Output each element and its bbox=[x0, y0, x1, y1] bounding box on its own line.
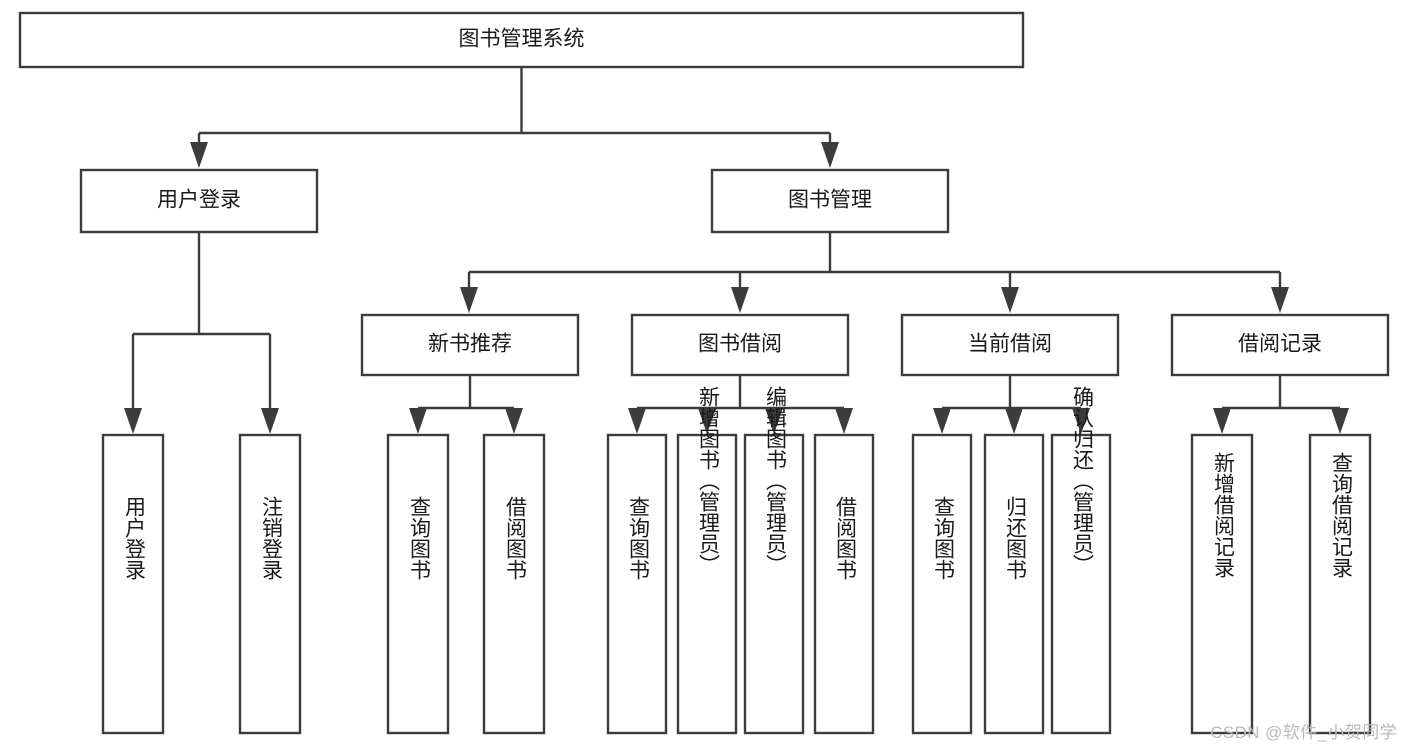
node-box bbox=[1308, 433, 1372, 735]
node-box bbox=[1050, 433, 1112, 735]
node-box bbox=[606, 433, 668, 735]
node-leaf-cb-return[interactable]: 归还图书 bbox=[983, 433, 1045, 735]
node-box bbox=[386, 433, 450, 735]
node-label: 当前借阅 bbox=[968, 333, 1052, 356]
node-box bbox=[813, 433, 875, 735]
node-l1-user-login[interactable]: 用户登录 bbox=[79, 168, 319, 234]
node-leaf-cb-confirm[interactable]: 确认归还（管理员） bbox=[1050, 386, 1112, 735]
node-label: 查询图书 bbox=[626, 496, 650, 580]
node-l2-record[interactable]: 借阅记录 bbox=[1170, 313, 1390, 377]
node-label: 借阅记录 bbox=[1238, 333, 1322, 356]
node-l2-new-book[interactable]: 新书推荐 bbox=[360, 313, 580, 377]
arrow-to-leaf-cb-return bbox=[1005, 408, 1023, 434]
arrow-head-layer bbox=[124, 142, 1349, 434]
node-leaf-user-login[interactable]: 用户登录 bbox=[101, 433, 165, 735]
node-box bbox=[743, 433, 805, 735]
node-layer: 图书管理系统用户登录图书管理新书推荐图书借阅当前借阅借阅记录用户登录注销登录查询… bbox=[18, 11, 1390, 735]
arrow-to-borrow bbox=[731, 287, 749, 313]
node-box bbox=[630, 313, 850, 377]
node-box bbox=[238, 433, 302, 735]
arrow-to-leaf-rec-query bbox=[1331, 408, 1349, 434]
arrow-to-leaf-user-login bbox=[124, 408, 142, 434]
node-leaf-nb-query[interactable]: 查询图书 bbox=[386, 433, 450, 735]
node-box bbox=[101, 433, 165, 735]
node-box bbox=[1170, 313, 1390, 377]
node-box bbox=[900, 313, 1120, 377]
node-l2-current[interactable]: 当前借阅 bbox=[900, 313, 1120, 377]
node-label: 查询图书 bbox=[931, 496, 955, 580]
node-label: 图书管理 bbox=[788, 189, 872, 212]
node-label: 新增借阅记录 bbox=[1211, 452, 1235, 578]
node-label: 编辑图书（管理员） bbox=[763, 386, 787, 575]
node-label: 图书借阅 bbox=[698, 333, 782, 356]
node-leaf-rec-add[interactable]: 新增借阅记录 bbox=[1190, 433, 1254, 735]
node-l1-book-mgmt[interactable]: 图书管理 bbox=[710, 168, 950, 234]
node-label: 图书管理系统 bbox=[459, 28, 585, 51]
arrow-to-leaf-user-logout bbox=[261, 408, 279, 434]
node-box bbox=[911, 433, 973, 735]
node-box bbox=[482, 433, 546, 735]
node-leaf-nb-borrow[interactable]: 借阅图书 bbox=[482, 433, 546, 735]
arrow-to-record bbox=[1271, 287, 1289, 313]
node-label: 确认归还（管理员） bbox=[1070, 386, 1094, 575]
arrow-to-leaf-bb-query bbox=[628, 408, 646, 434]
node-leaf-bb-borrow[interactable]: 借阅图书 bbox=[813, 433, 875, 735]
node-label: 用户登录 bbox=[122, 496, 146, 580]
arrow-to-leaf-cb-query bbox=[933, 408, 951, 434]
arrow-to-user-login bbox=[190, 142, 208, 168]
node-box bbox=[676, 433, 738, 735]
node-label: 借阅图书 bbox=[833, 496, 857, 580]
arrow-to-current bbox=[1001, 287, 1019, 313]
node-l2-borrow[interactable]: 图书借阅 bbox=[630, 313, 850, 377]
arrow-to-leaf-bb-edit bbox=[765, 408, 783, 434]
arrow-to-leaf-rec-add bbox=[1213, 408, 1231, 434]
node-leaf-bb-edit[interactable]: 编辑图书（管理员） bbox=[743, 386, 805, 735]
node-box bbox=[18, 11, 1025, 69]
node-leaf-bb-add[interactable]: 新增图书（管理员） bbox=[676, 386, 738, 735]
node-label: 用户登录 bbox=[157, 189, 241, 212]
arrow-to-leaf-cb-confirm bbox=[1072, 408, 1090, 434]
node-box bbox=[360, 313, 580, 377]
node-root[interactable]: 图书管理系统 bbox=[18, 11, 1025, 69]
node-label: 注销登录 bbox=[259, 496, 283, 580]
node-box bbox=[710, 168, 950, 234]
arrow-to-leaf-nb-borrow bbox=[505, 408, 523, 434]
node-label: 借阅图书 bbox=[503, 496, 527, 580]
arrow-to-leaf-nb-query bbox=[409, 408, 427, 434]
node-leaf-rec-query[interactable]: 查询借阅记录 bbox=[1308, 433, 1372, 735]
node-leaf-bb-query[interactable]: 查询图书 bbox=[606, 433, 668, 735]
arrow-to-book-mgmt bbox=[821, 142, 839, 168]
node-label: 新增图书（管理员） bbox=[696, 386, 720, 575]
node-box bbox=[79, 168, 319, 234]
arrow-to-leaf-bb-borrow bbox=[835, 408, 853, 434]
node-label: 归还图书 bbox=[1003, 496, 1027, 580]
node-box bbox=[1190, 433, 1254, 735]
arrow-to-leaf-bb-add bbox=[698, 408, 716, 434]
node-label: 查询借阅记录 bbox=[1329, 452, 1353, 578]
node-label: 查询图书 bbox=[407, 496, 431, 580]
node-label: 新书推荐 bbox=[428, 333, 512, 356]
arrow-to-new-book bbox=[460, 287, 478, 313]
node-leaf-user-logout[interactable]: 注销登录 bbox=[238, 433, 302, 735]
node-leaf-cb-query[interactable]: 查询图书 bbox=[911, 433, 973, 735]
node-box bbox=[983, 433, 1045, 735]
